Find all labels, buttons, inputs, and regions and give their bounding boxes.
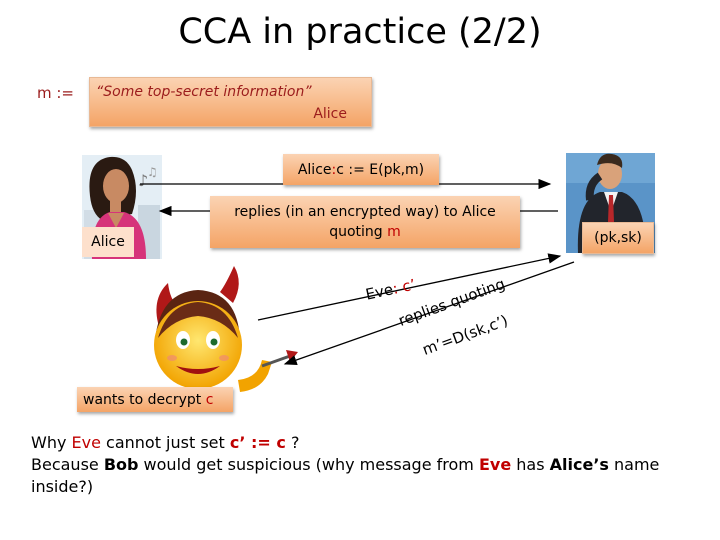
q-eve: Eve [71,433,101,452]
reply-line-2: quoting m [210,222,520,242]
q-mid: cannot just set [100,433,230,452]
a-eve: Eve [478,455,512,474]
a-end: name inside?) [31,455,660,496]
eve-goal-box: wants to decrypt c [77,387,233,412]
question-line: Why Eve cannot just set c’ := c ? [31,432,691,454]
sender-name: Alice [297,161,332,178]
svg-text:♪: ♪ [138,171,148,190]
ciphertext-expr: c := E(pk,m) [336,161,425,178]
q-pre: Why [31,433,72,452]
eve-to-bob-arrow [257,253,562,321]
a-mid2: has [511,455,550,474]
explanation-paragraph: Why Eve cannot just set c’ := c ? Becaus… [31,432,691,498]
a-pre: Because [31,455,104,474]
message-label: m := [37,84,75,102]
sender-colon: : [331,161,337,178]
bob-to-eve-arrow [283,261,575,366]
q-expr: c’ := c [229,433,286,452]
page-title: CCA in practice (2/2) [178,12,542,52]
reply-var: m [387,224,401,240]
a-mid: would get suspicious (why message from [138,455,479,474]
message-box: “Some top-secret information” Alice [89,77,372,127]
a-alice: Alice’s [549,455,609,474]
q-end: ? [285,433,300,452]
eve-ciphertext: c’ [395,275,418,297]
reply-line-1: replies (in an encrypted way) to Alice [234,204,496,220]
eve-devil-icon [154,266,298,392]
music-notes-icon: ♪ ♫ [138,165,158,190]
eve-goal-var: c [205,391,214,408]
eve-goal-text: wants to decrypt [83,391,202,408]
svg-text:♫: ♫ [147,165,158,179]
message-signature: Alice [313,106,347,122]
alice-label: Alice [82,227,134,257]
message-text: “Some top-secret information” [96,84,312,100]
reply-box: replies (in an encrypted way) to Alice q… [210,196,520,248]
a-bob: Bob [103,455,139,474]
bob-keys-label: (pk,sk) [582,222,654,254]
alice-send-box: Alice: c := E(pk,m) [283,154,439,185]
answer-line: Because Bob would get suspicious (why me… [31,454,691,498]
reply-prefix: quoting [329,224,388,240]
